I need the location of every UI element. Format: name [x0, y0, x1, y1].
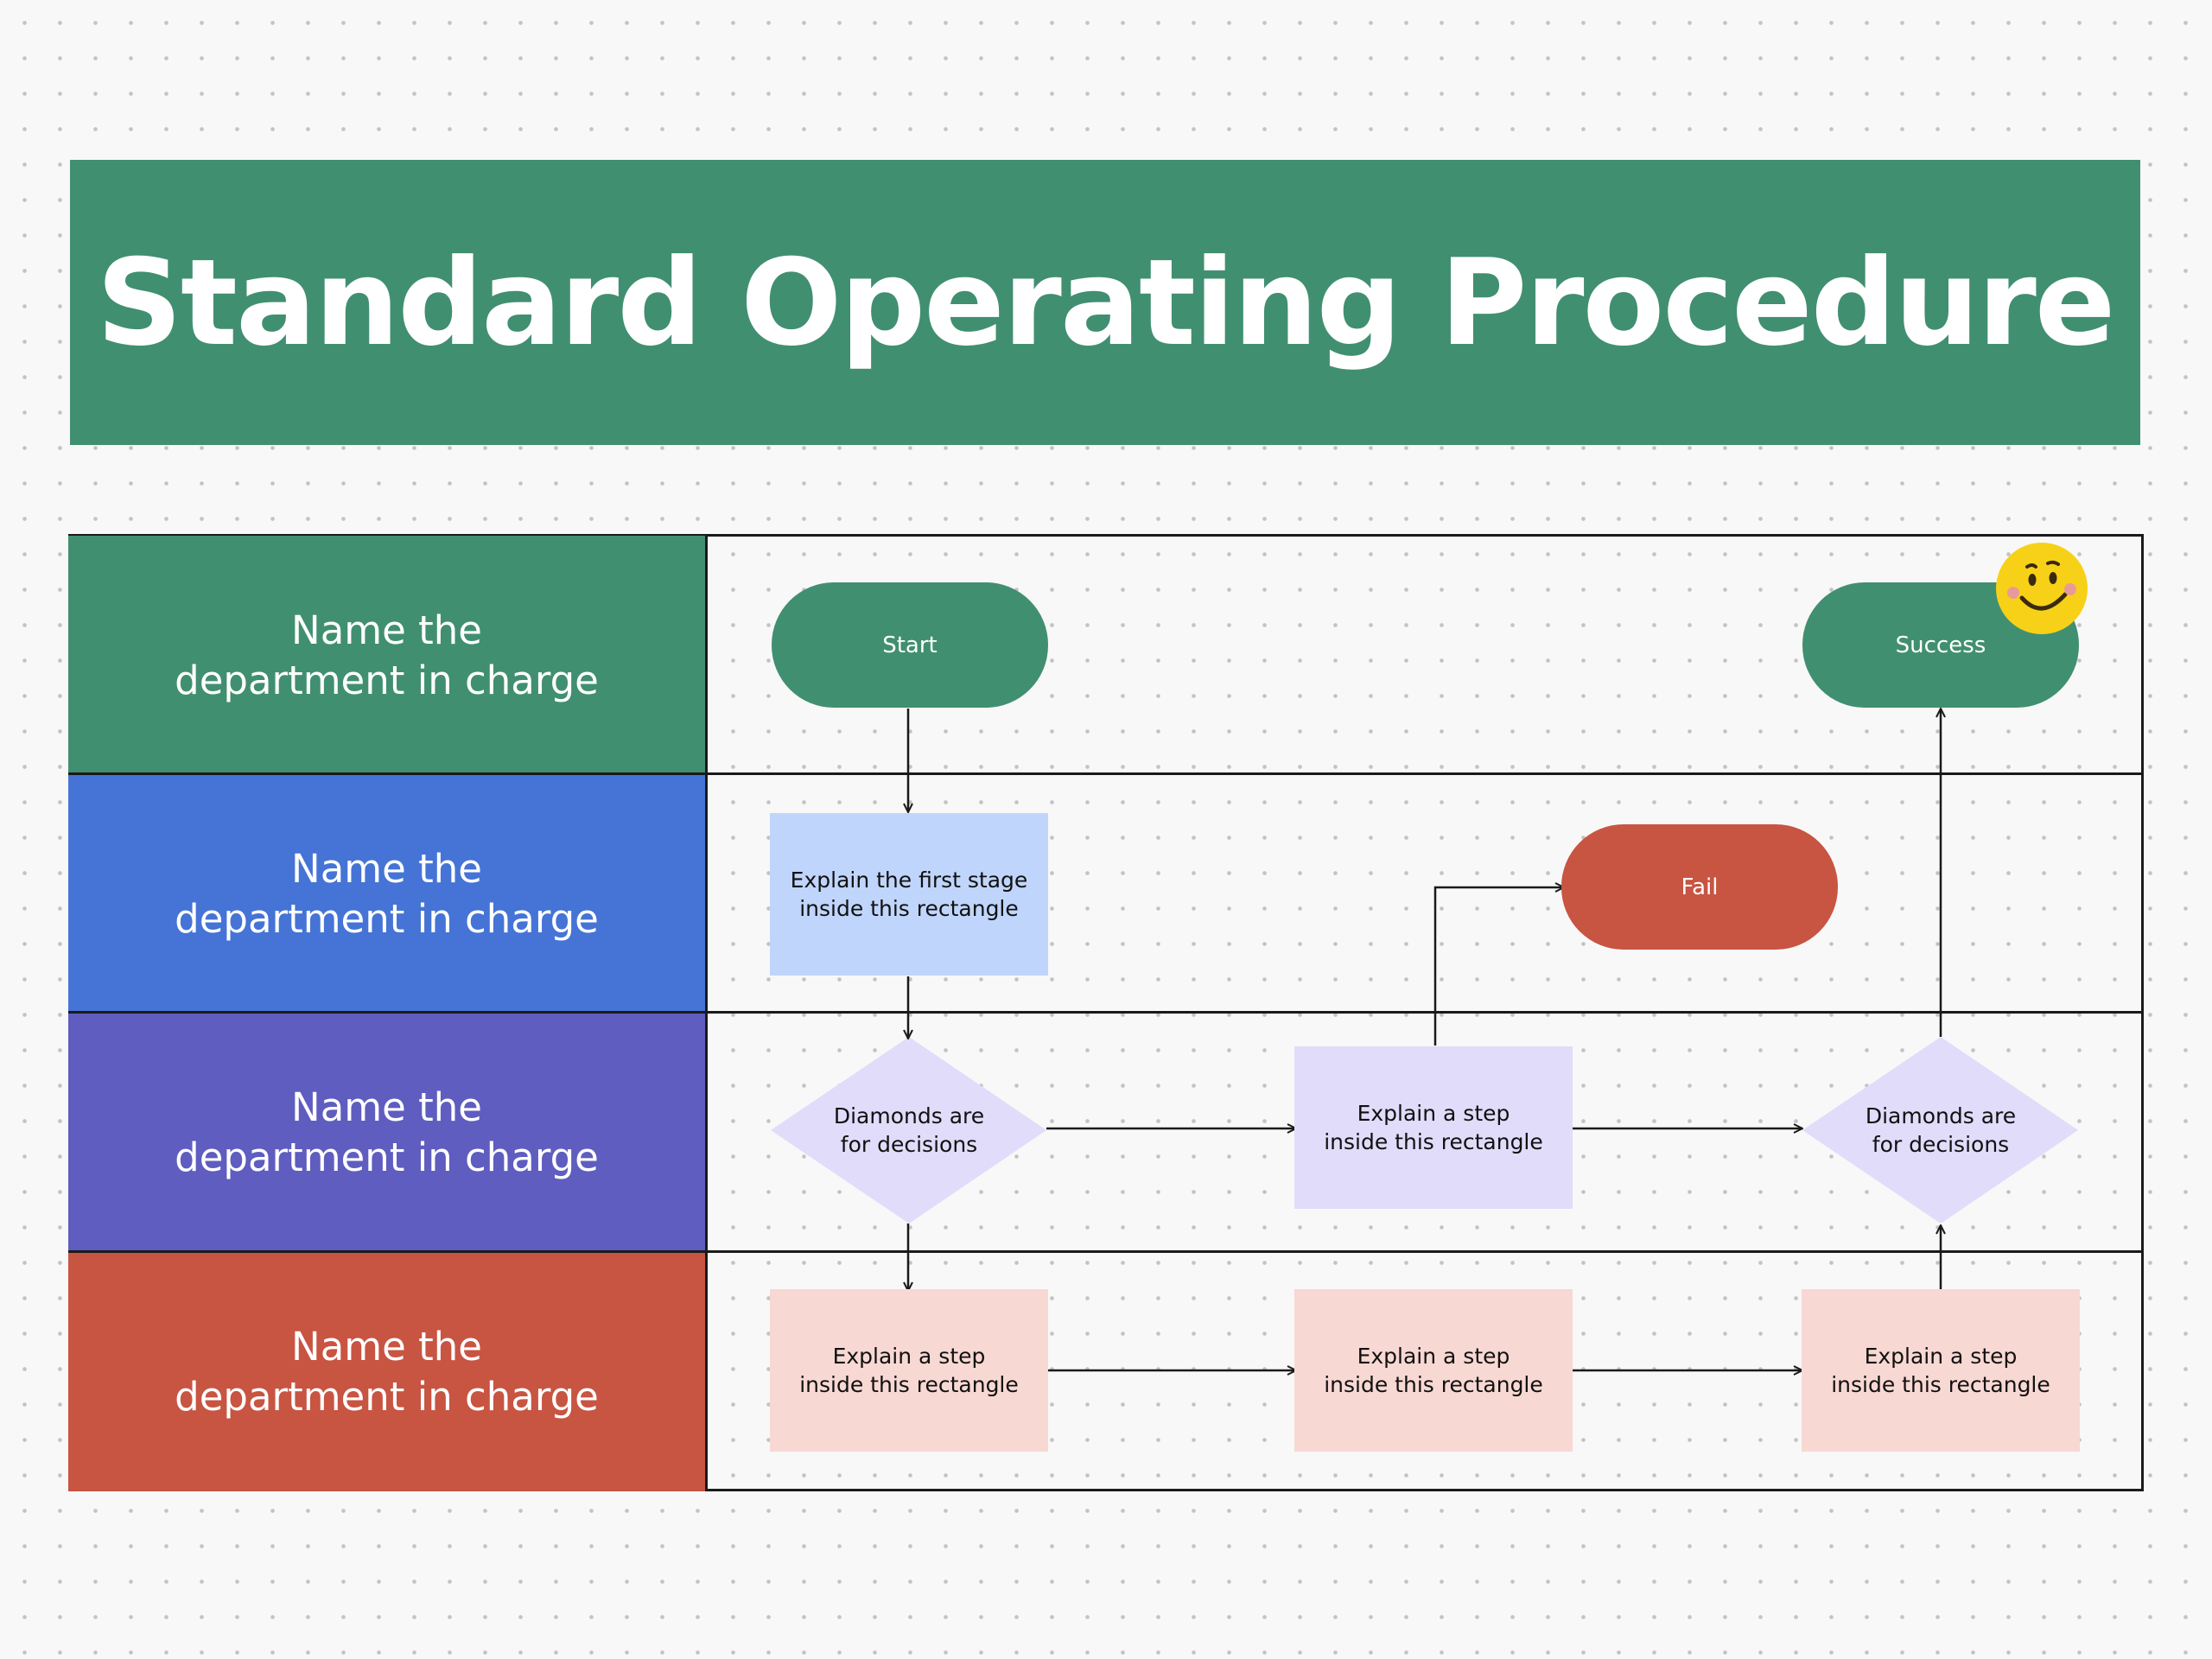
decision-label-1: Diamonds are for decisions	[833, 1103, 985, 1157]
decision-label-2: Diamonds are for decisions	[1865, 1103, 2017, 1157]
lane-header-2[interactable]: Name the department in charge	[68, 774, 708, 1014]
lane-header-3[interactable]: Name the department in charge	[68, 1013, 708, 1252]
lane-divider	[68, 772, 2144, 775]
success-label: Success	[1895, 632, 1986, 658]
arrow-step-to-fail	[1433, 887, 1564, 1046]
lane-header-label: Name the department in charge	[175, 607, 599, 703]
fail-terminal[interactable]: Fail	[1561, 824, 1838, 950]
lane-header-1[interactable]: Name the department in charge	[68, 536, 708, 775]
fail-label: Fail	[1681, 874, 1719, 900]
lane-header-label: Name the department in charge	[175, 845, 599, 942]
decision-diamond-1[interactable]	[771, 1037, 1046, 1224]
title-banner: Standard Operating Procedure	[70, 160, 2140, 445]
lane-header-4[interactable]: Name the department in charge	[68, 1252, 708, 1491]
lane-header-label: Name the department in charge	[175, 1084, 599, 1180]
bottom-step-box-1[interactable]: Explain a step inside this rectangle	[770, 1289, 1048, 1452]
bottom-step-box-3[interactable]: Explain a step inside this rectangle	[1802, 1289, 2080, 1452]
start-label: Start	[882, 632, 938, 658]
lane-divider	[68, 1250, 2144, 1253]
start-terminal[interactable]: Start	[772, 582, 1048, 708]
decision-diamond-2[interactable]	[1802, 1037, 2078, 1224]
smiley-face-icon	[1996, 543, 2088, 634]
first-stage-box[interactable]: Explain the first stage inside this rect…	[770, 813, 1048, 976]
lane-divider	[68, 1011, 2144, 1014]
lane-header-label: Name the department in charge	[175, 1323, 599, 1420]
middle-step-box[interactable]: Explain a step inside this rectangle	[1294, 1046, 1573, 1209]
page-title: Standard Operating Procedure	[96, 232, 2116, 372]
bottom-step-box-2[interactable]: Explain a step inside this rectangle	[1294, 1289, 1573, 1452]
